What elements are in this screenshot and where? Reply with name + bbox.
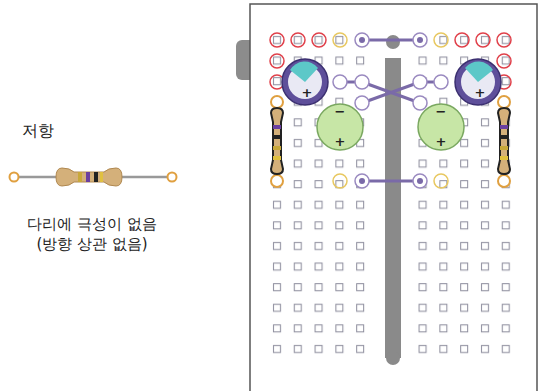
center-divider (385, 58, 401, 358)
divider-end (386, 351, 400, 365)
divider-end (386, 35, 400, 49)
note-text: 다리에 극성이 없음 (방향 상관 없음) (17, 214, 167, 255)
polarity-mark: + (436, 133, 447, 151)
electrolytic-capacitor (455, 59, 501, 105)
wire-end-dot (359, 37, 423, 184)
polarity-mark: + (475, 84, 486, 102)
polarity-mark: + (335, 133, 346, 151)
resistor-symbol (271, 96, 283, 187)
polarity-mark: + (302, 84, 313, 102)
breadboard (250, 4, 537, 391)
hole-grid (410, 30, 514, 360)
polarity-mark: − (436, 103, 447, 121)
part-name: 저항 (22, 120, 54, 142)
capacitor (317, 104, 363, 150)
hole-grid (267, 30, 371, 360)
polarity-mark: − (335, 103, 346, 121)
capacitor (418, 104, 464, 150)
electrolytic-capacitor (282, 59, 328, 105)
resistor-symbol (10, 168, 177, 186)
resistor-symbol (498, 96, 510, 187)
